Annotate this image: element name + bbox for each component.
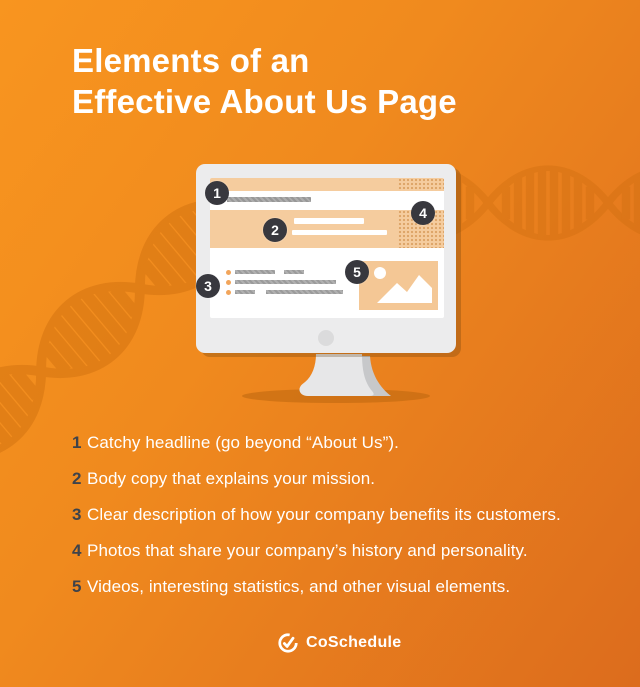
page-title-line2: Effective About Us Page	[72, 83, 457, 120]
list-item-text: Videos, interesting statistics, and othe…	[87, 577, 511, 596]
screen-text-placeholder	[266, 290, 343, 294]
monitor-illustration	[196, 164, 456, 353]
callout-badge-2: 2	[263, 218, 287, 242]
mountains-icon	[377, 275, 432, 303]
list-item-number: 4	[72, 541, 82, 560]
screen-text-placeholder	[235, 280, 336, 284]
callout-badge-5: 5	[345, 260, 369, 284]
screen-text-placeholder	[235, 290, 255, 294]
halftone-texture	[398, 178, 444, 191]
brand-name: CoSchedule	[306, 634, 402, 651]
list-item: 4 Photos that share your company’s histo…	[72, 541, 561, 577]
list-item-number: 1	[72, 433, 82, 452]
screen-bullet-dot	[226, 290, 231, 295]
callout-badge-3: 3	[196, 274, 220, 298]
list-item-number: 3	[72, 505, 82, 524]
list-item-number: 2	[72, 469, 82, 488]
page-title: Elements of an Effective About Us Page	[72, 40, 457, 122]
sun-icon	[374, 267, 386, 279]
callout-badge-4: 4	[411, 201, 435, 225]
list-item-text: Body copy that explains your mission.	[87, 469, 376, 488]
list-item-number: 5	[72, 577, 82, 596]
screen-header-bar	[210, 178, 444, 191]
list-item: 1 Catchy headline (go beyond “About Us”)…	[72, 433, 561, 469]
screen-headline-placeholder	[227, 197, 311, 202]
hero-text-placeholder-2	[292, 230, 387, 235]
screen-text-placeholder	[235, 270, 275, 274]
screen-text-placeholder	[284, 270, 304, 274]
list-item-text: Catchy headline (go beyond “About Us”).	[87, 433, 399, 452]
coschedule-check-icon	[278, 633, 298, 653]
list-item: 3 Clear description of how your company …	[72, 505, 561, 541]
monitor-stand	[299, 354, 391, 396]
coschedule-logo: CoSchedule	[277, 632, 401, 654]
monitor-screen	[210, 178, 444, 318]
screen-hero-banner	[210, 210, 444, 248]
elements-list: 1 Catchy headline (go beyond “About Us”)…	[72, 433, 561, 613]
screen-bullet-dot	[226, 280, 231, 285]
list-item: 2 Body copy that explains your mission.	[72, 469, 561, 505]
hero-text-placeholder-1	[294, 218, 364, 224]
webcam-dot-icon	[318, 330, 334, 346]
callout-badge-1: 1	[205, 181, 229, 205]
screen-bullet-dot	[226, 270, 231, 275]
photo-placeholder-icon	[359, 261, 438, 310]
list-item: 5 Videos, interesting statistics, and ot…	[72, 577, 561, 613]
list-item-text: Photos that share your company’s history…	[87, 541, 528, 560]
page-title-line1: Elements of an	[72, 42, 310, 79]
list-item-text: Clear description of how your company be…	[87, 505, 561, 524]
